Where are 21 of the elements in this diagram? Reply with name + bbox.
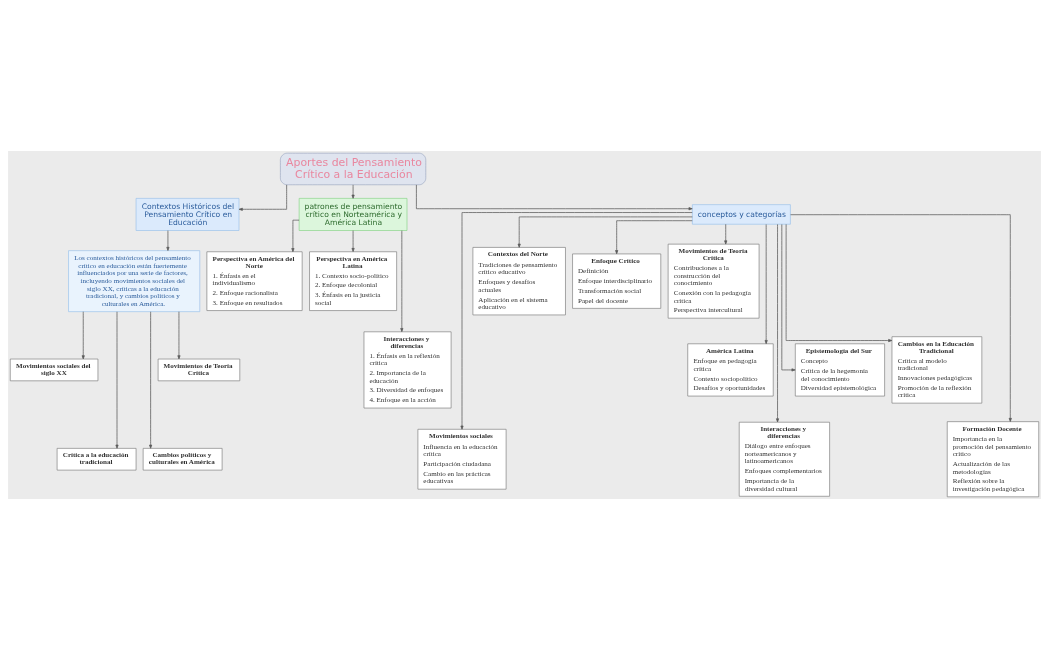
arrow: [149, 311, 153, 449]
arrow: [724, 223, 728, 245]
arrow: [416, 184, 693, 211]
arrow: [351, 230, 355, 252]
arrow: [291, 219, 300, 253]
arrow: [115, 311, 119, 449]
node-box: Aportes del Pensamiento Crítico a la Educación: [280, 152, 427, 186]
arrow: [177, 311, 181, 360]
arrow: [785, 223, 893, 343]
arrow: [351, 184, 355, 199]
arrow: [764, 224, 768, 345]
arrow: [460, 212, 693, 430]
arrow: [781, 224, 796, 372]
arrow: [81, 311, 85, 360]
arrow: [776, 223, 780, 423]
arrow: [517, 216, 693, 248]
arrow: [238, 184, 288, 211]
arrow: [790, 214, 1012, 422]
arrow: [615, 220, 693, 255]
arrow: [400, 230, 404, 333]
arrow: [166, 230, 170, 251]
